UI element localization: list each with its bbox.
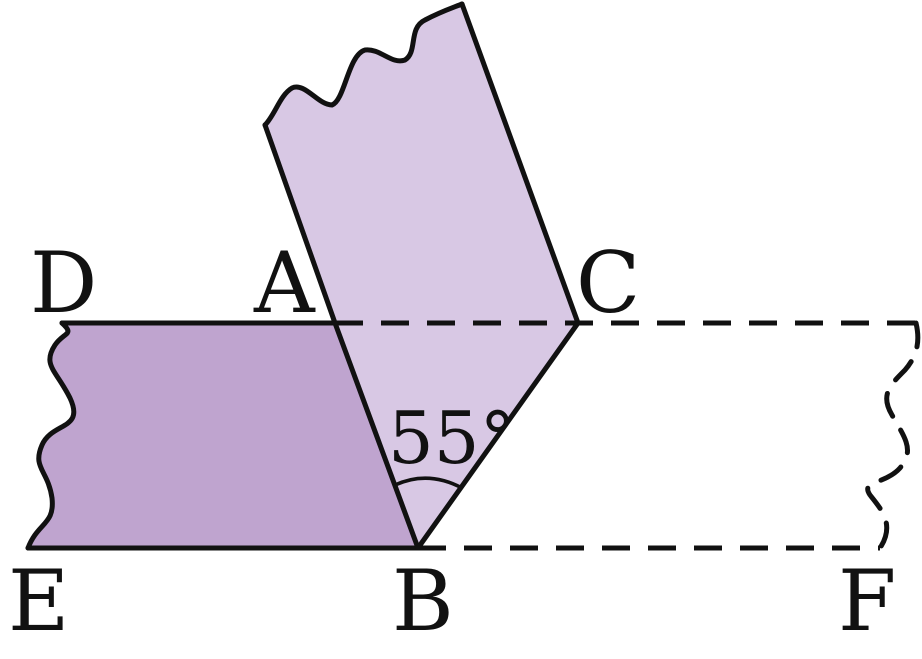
angle-label: 55°: [388, 396, 516, 480]
edge-BC: [415, 320, 581, 551]
flap-left-edge: [262, 122, 338, 326]
torn-edge-left: [25, 320, 77, 551]
point-label-B: B: [392, 552, 454, 650]
angle-arc-B: [394, 476, 463, 490]
point-label-C: C: [576, 234, 640, 332]
lower-strip-region: [28, 323, 418, 548]
dashed-torn-edge-right: [865, 320, 921, 551]
point-label-F: F: [838, 552, 896, 650]
flap-right-edge: [459, 1, 581, 326]
point-label-E: E: [8, 552, 69, 650]
folded-flap-region: [265, 4, 578, 548]
fold-line-AB: [332, 320, 421, 551]
torn-edge-top: [262, 1, 465, 128]
point-label-D: D: [30, 234, 97, 332]
point-label-A: A: [253, 234, 316, 332]
